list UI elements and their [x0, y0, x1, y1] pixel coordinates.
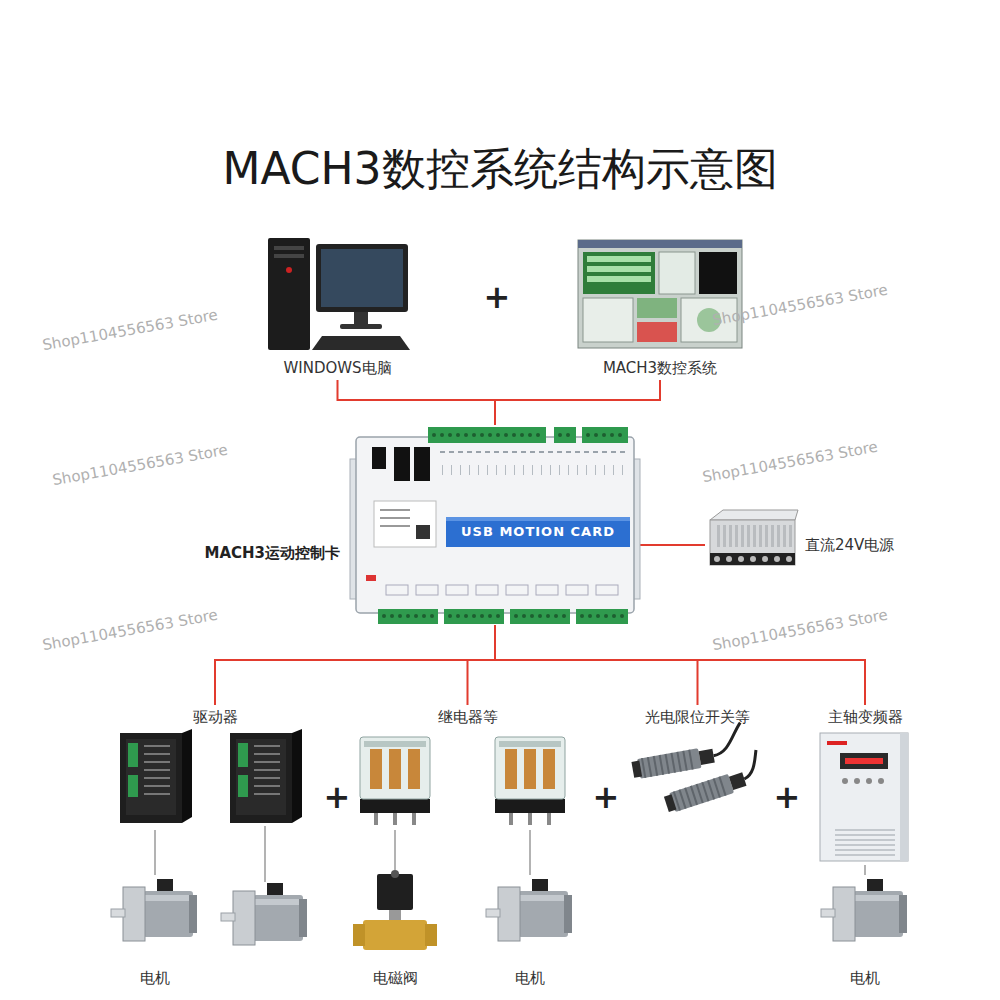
diagram-title: MACH3数控系统结构示意图 [0, 142, 1000, 196]
plus-sign: + [324, 779, 351, 815]
node-caption: 主轴变频器 [828, 707, 903, 727]
node-caption: USB MOTION CARD [446, 517, 630, 547]
wire-connector [529, 830, 531, 875]
device-illustration [815, 875, 915, 966]
plus-sign: + [484, 279, 511, 315]
device-node: 主轴变频器 [805, 705, 925, 865]
wire-connector [864, 865, 866, 875]
plus-sign: + [774, 779, 801, 815]
node-caption: 直流24V电源 [805, 535, 894, 555]
device-illustration [705, 505, 800, 585]
device-node: 电机 [480, 875, 580, 990]
wire-connector [495, 625, 698, 705]
node-caption: 电磁阀 [373, 968, 418, 988]
device-node: 继电器等 [355, 705, 580, 830]
device-node: 电机 [815, 875, 915, 990]
node-caption: WINDOWS电脑 [283, 358, 391, 378]
wire-connector [215, 625, 495, 705]
plus-sign: + [593, 779, 620, 815]
device-illustration [480, 875, 580, 966]
watermark-text: Shop1104556563 Store [41, 306, 219, 355]
wire-connector [495, 380, 660, 425]
device-node: 电磁阀 [345, 870, 445, 990]
node-caption: 光电限位开关等 [645, 707, 750, 727]
wire-connector [154, 830, 156, 875]
device-illustration [625, 729, 770, 830]
node-caption: 电机 [140, 968, 170, 988]
device-illustration [345, 870, 445, 966]
device-node: MACH3数控系统 [570, 230, 750, 380]
device-illustration [105, 875, 205, 966]
device-illustration [570, 230, 750, 356]
device-node: 驱动器 [110, 705, 320, 830]
node-caption: 电机 [850, 968, 880, 988]
node-caption: 继电器等 [438, 707, 498, 727]
wire-connector [640, 544, 705, 546]
wire-connector [338, 380, 496, 425]
device-node: MACH3运动控制卡USB MOTION CARD [350, 425, 640, 625]
device-node: WINDOWS电脑 [250, 230, 425, 380]
node-caption: 电机 [515, 968, 545, 988]
device-illustration [110, 729, 320, 830]
device-node: 光电限位开关等 [625, 705, 770, 830]
watermark-text: Shop1104556563 Store [701, 438, 879, 487]
wire-connector [394, 830, 396, 870]
device-illustration [250, 230, 425, 356]
node-caption: MACH3数控系统 [603, 358, 717, 378]
device-node: 直流24V电源 [705, 505, 900, 585]
device-node: 电机 [105, 875, 205, 990]
device-illustration [355, 729, 580, 830]
watermark-text: Shop1104556563 Store [711, 606, 889, 655]
device-illustration [805, 729, 925, 865]
watermark-text: Shop1104556563 Store [41, 606, 219, 655]
watermark-text: Shop1104556563 Store [51, 441, 229, 490]
node-caption: 驱动器 [193, 707, 238, 727]
node-caption: MACH3运动控制卡 [204, 543, 340, 563]
wire-connector [468, 625, 496, 705]
